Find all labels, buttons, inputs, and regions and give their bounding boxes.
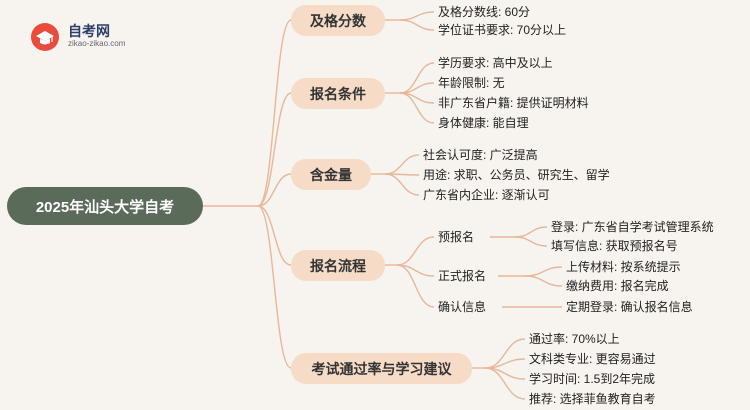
connector-line <box>524 266 563 277</box>
leaf-education: 学历要求: 高中及以上 <box>438 56 553 70</box>
leaf-pass-line: 及格分数线: 60分 <box>438 5 531 19</box>
connector-line <box>484 367 526 400</box>
leaf-study-time: 学习时间: 1.5到2年完成 <box>529 372 656 386</box>
connector-line <box>524 275 563 287</box>
branch-pass-rate-advice: 考试通过率与学习建议 <box>291 353 472 384</box>
leaf-liberal-arts: 文科类专业: 更容易通过 <box>529 352 656 366</box>
leaf-payment: 缴纳费用: 报名完成 <box>566 279 669 293</box>
branch-value: 含金量 <box>291 159 371 190</box>
connector-line <box>396 236 435 266</box>
group-formal-registration: 正式报名 <box>438 269 487 283</box>
leaf-degree-requirement: 学位证书要求: 70分以上 <box>438 23 567 37</box>
branch-registration-process: 报名流程 <box>291 250 385 281</box>
leaf-uses: 用途: 求职、公务员、研究生、留学 <box>423 168 610 182</box>
group-pre-registration: 预报名 <box>438 230 475 244</box>
connector-line <box>257 19 292 207</box>
leaf-login: 登录: 广东省自学考试管理系统 <box>551 220 714 234</box>
leaf-recommendation: 推荐: 选择菲鱼教育自考 <box>529 392 656 406</box>
connector-line <box>384 173 420 196</box>
group-confirm-info: 确认信息 <box>438 300 487 314</box>
connector-line <box>257 205 292 266</box>
connector-line <box>399 92 435 124</box>
connector-line <box>257 173 292 207</box>
root-node: 2025年汕头大学自考 <box>7 187 203 225</box>
leaf-recognition: 社会认可度: 广泛提高 <box>423 148 538 162</box>
leaf-pass-rate: 通过率: 70%以上 <box>529 332 620 346</box>
branch-registration-conditions: 报名条件 <box>291 78 385 109</box>
logo-title: 自考网 <box>68 23 110 39</box>
leaf-age: 年龄限制: 无 <box>438 76 505 90</box>
connector-line <box>257 205 292 369</box>
leaf-residency: 非广东省户籍: 提供证明材料 <box>438 96 589 110</box>
leaf-periodic-login: 定期登录: 确认报名信息 <box>566 300 693 314</box>
leaf-health: 身体健康: 能自理 <box>438 116 529 130</box>
connector-line <box>257 92 292 207</box>
branch-passing-score: 及格分数 <box>291 5 385 36</box>
connector-line <box>384 154 420 175</box>
connector-line <box>396 264 435 308</box>
site-logo[interactable]: 自考网 zikao-zikao.com <box>30 20 150 52</box>
graduation-cap-icon <box>31 23 59 51</box>
connector-line <box>514 236 548 247</box>
connector-line <box>399 11 435 21</box>
connector-line <box>399 19 435 31</box>
leaf-fill-info: 填写信息: 获取预报名号 <box>551 239 678 253</box>
leaf-upload: 上传材料: 按系统提示 <box>566 260 681 274</box>
leaf-enterprises: 广东省内企业: 逐渐认可 <box>423 188 550 202</box>
connector-line <box>514 226 548 238</box>
logo-url: zikao-zikao.com <box>68 39 126 48</box>
